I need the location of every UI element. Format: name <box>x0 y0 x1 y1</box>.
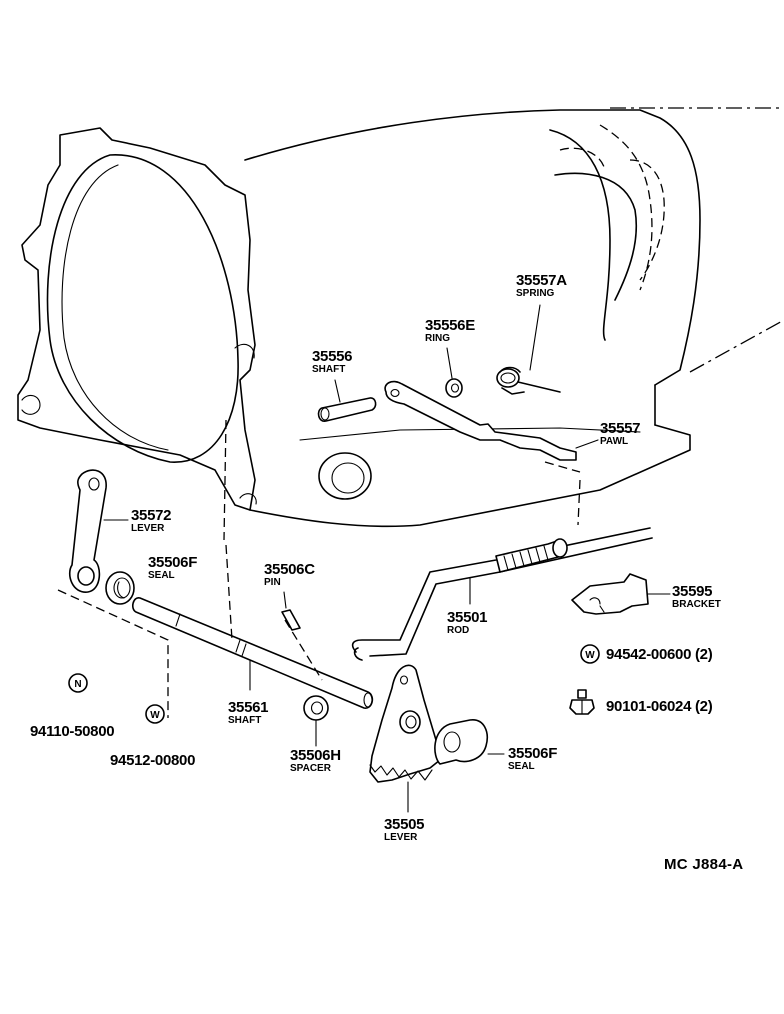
part-name: SEAL <box>148 570 175 581</box>
detent-lever-part <box>369 664 441 813</box>
callout-main-shaft: 35561 SHAFT <box>228 699 269 726</box>
main-shaft-part <box>131 597 374 709</box>
bell-housing <box>17 127 256 511</box>
part-number: 35557 <box>600 420 641 437</box>
case-body-bottom <box>249 424 691 528</box>
align-line-3 <box>544 461 581 473</box>
washer-large-part <box>145 704 165 724</box>
transmission-case <box>17 107 784 541</box>
part-name: PIN <box>264 577 281 588</box>
bell-inner-rim <box>61 164 169 451</box>
align-line-5 <box>284 619 323 681</box>
case-rib-1 <box>549 129 611 341</box>
part-name: BRACKET <box>672 599 721 610</box>
part-number: 35501 <box>447 609 488 626</box>
part-name: SHAFT <box>312 364 346 375</box>
part-name: RING <box>425 333 450 344</box>
pin-shaft-part <box>317 379 377 422</box>
callout-spring: 35557A SPRING <box>516 273 567 299</box>
align-line-2 <box>577 479 581 526</box>
case-hidden-right <box>689 319 784 373</box>
part-number: 35506F <box>508 745 558 762</box>
part-number: 35595 <box>672 583 713 600</box>
case-body-top <box>244 109 701 386</box>
nut-part <box>68 673 88 693</box>
washer-large-letter: W <box>150 710 160 721</box>
part-name: SEAL <box>508 761 535 772</box>
part-number: 35506F <box>148 554 198 571</box>
part-number: 35506H <box>290 747 341 764</box>
case-hidden-2 <box>599 124 653 291</box>
part-number: 94512-00800 <box>110 752 196 769</box>
part-number: 35506C <box>264 561 315 578</box>
part-number: 35556E <box>425 317 475 334</box>
callout-spacer: 35506H SPACER <box>290 748 341 774</box>
callout-seal-right: 35506F SEAL <box>508 746 557 772</box>
bell-opening <box>46 154 239 463</box>
case-port <box>318 452 372 500</box>
callout-upper-lever: 35572 LEVER <box>131 507 172 534</box>
diagram-code: MC J884-A <box>664 856 744 873</box>
case-rib-2 <box>554 172 638 301</box>
callout-bolt: 90101-06024 (2) <box>606 698 713 715</box>
part-name: ROD <box>447 625 470 636</box>
callout-detent-lever: 35505 LEVER <box>384 816 425 843</box>
callout-washer-small: 94542-00600 (2) <box>606 646 713 663</box>
seal-right-part <box>434 719 505 765</box>
part-name: PAWL <box>600 436 629 447</box>
part-name: SHAFT <box>228 715 262 726</box>
align-line-1 <box>223 419 227 541</box>
part-name: SPRING <box>516 288 555 299</box>
spacer-part <box>303 695 329 747</box>
part-name: SPACER <box>290 763 331 774</box>
part-name: LEVER <box>384 832 418 843</box>
bell-ear-right <box>234 343 255 359</box>
bell-ear-left <box>21 394 41 415</box>
nut-letter: N <box>74 679 81 690</box>
pawl-group <box>317 304 599 461</box>
bracket-part <box>571 573 671 615</box>
washer-small-part <box>580 644 600 664</box>
washer-small-letter: W <box>585 650 595 661</box>
bolt-part <box>569 689 595 715</box>
upper-lever-part <box>68 469 129 593</box>
align-line-6 <box>225 544 233 641</box>
spring-part <box>496 304 561 395</box>
pawl-part <box>384 380 599 461</box>
callout-pawl: 35557 PAWL <box>600 420 641 447</box>
case-hidden-1 <box>559 147 606 171</box>
bell-ear-bottom <box>239 493 257 505</box>
callout-rod: 35501 ROD <box>447 609 488 636</box>
align-line-4 <box>57 589 169 718</box>
case-hidden-3 <box>629 159 665 281</box>
part-number: 35557A <box>516 272 567 289</box>
callout-nut: 94110-50800 <box>30 723 115 740</box>
part-number: 94110-50800 <box>30 723 115 740</box>
part-number: 35556 <box>312 348 353 365</box>
spring-pin-part <box>281 591 301 631</box>
part-number: 35561 <box>228 699 269 716</box>
part-number: 35505 <box>384 816 425 833</box>
ring-part <box>445 347 463 398</box>
case-port-inner <box>331 462 365 494</box>
callout-bracket: 35595 BRACKET <box>672 584 721 610</box>
control-rod-part <box>351 527 653 661</box>
part-number: 90101-06024 (2) <box>606 698 713 715</box>
callout-washer-large: 94512-00800 <box>110 753 195 768</box>
part-number: 94542-00600 (2) <box>606 646 713 663</box>
callout-ring: 35556E RING <box>425 318 475 344</box>
callout-pin-shaft: 35556 SHAFT <box>312 348 353 375</box>
seal-left-part <box>105 571 135 605</box>
callout-spring-pin: 35506C PIN <box>264 562 315 588</box>
part-name: LEVER <box>131 523 165 534</box>
callout-seal-left: 35506F SEAL <box>148 555 197 581</box>
part-number: 35572 <box>131 507 172 524</box>
